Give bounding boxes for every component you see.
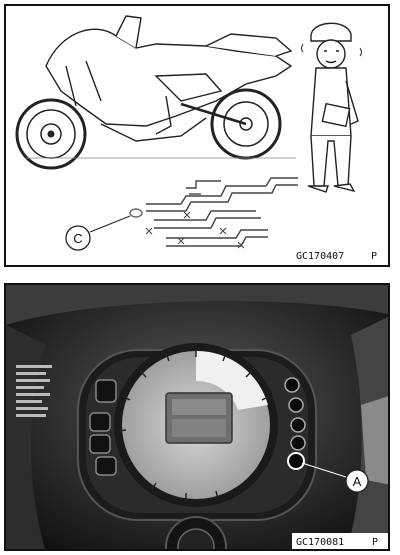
oil-leak-trail (129, 177, 298, 247)
right-indicator-lights (284, 377, 306, 470)
instrument-cluster-photo: A GC170081 P (6, 285, 388, 549)
figure-bottom-panel: A GC170081 P (4, 283, 390, 551)
lcd-display (165, 392, 233, 444)
drip-marks (145, 211, 245, 249)
figure-code-bottom: GC170081 (296, 537, 344, 548)
left-indicator-lights (89, 379, 117, 476)
warning-label-sticker (16, 365, 52, 417)
mechanic-figure (301, 22, 362, 193)
callout-a-label: A (353, 474, 362, 489)
motorcycle-illustration: C GC170407 P (15, 15, 377, 262)
ignition-area (165, 516, 227, 549)
figure-suffix-top: P (371, 251, 377, 262)
motorcycle-body (45, 15, 293, 142)
figure-code-top: GC170407 (296, 251, 344, 262)
callout-a: A (301, 462, 369, 493)
figure-top-panel: C GC170407 P (4, 4, 390, 267)
callout-c: C (65, 215, 131, 251)
callout-c-label: C (73, 231, 82, 246)
figure-suffix-bottom: P (372, 537, 378, 548)
